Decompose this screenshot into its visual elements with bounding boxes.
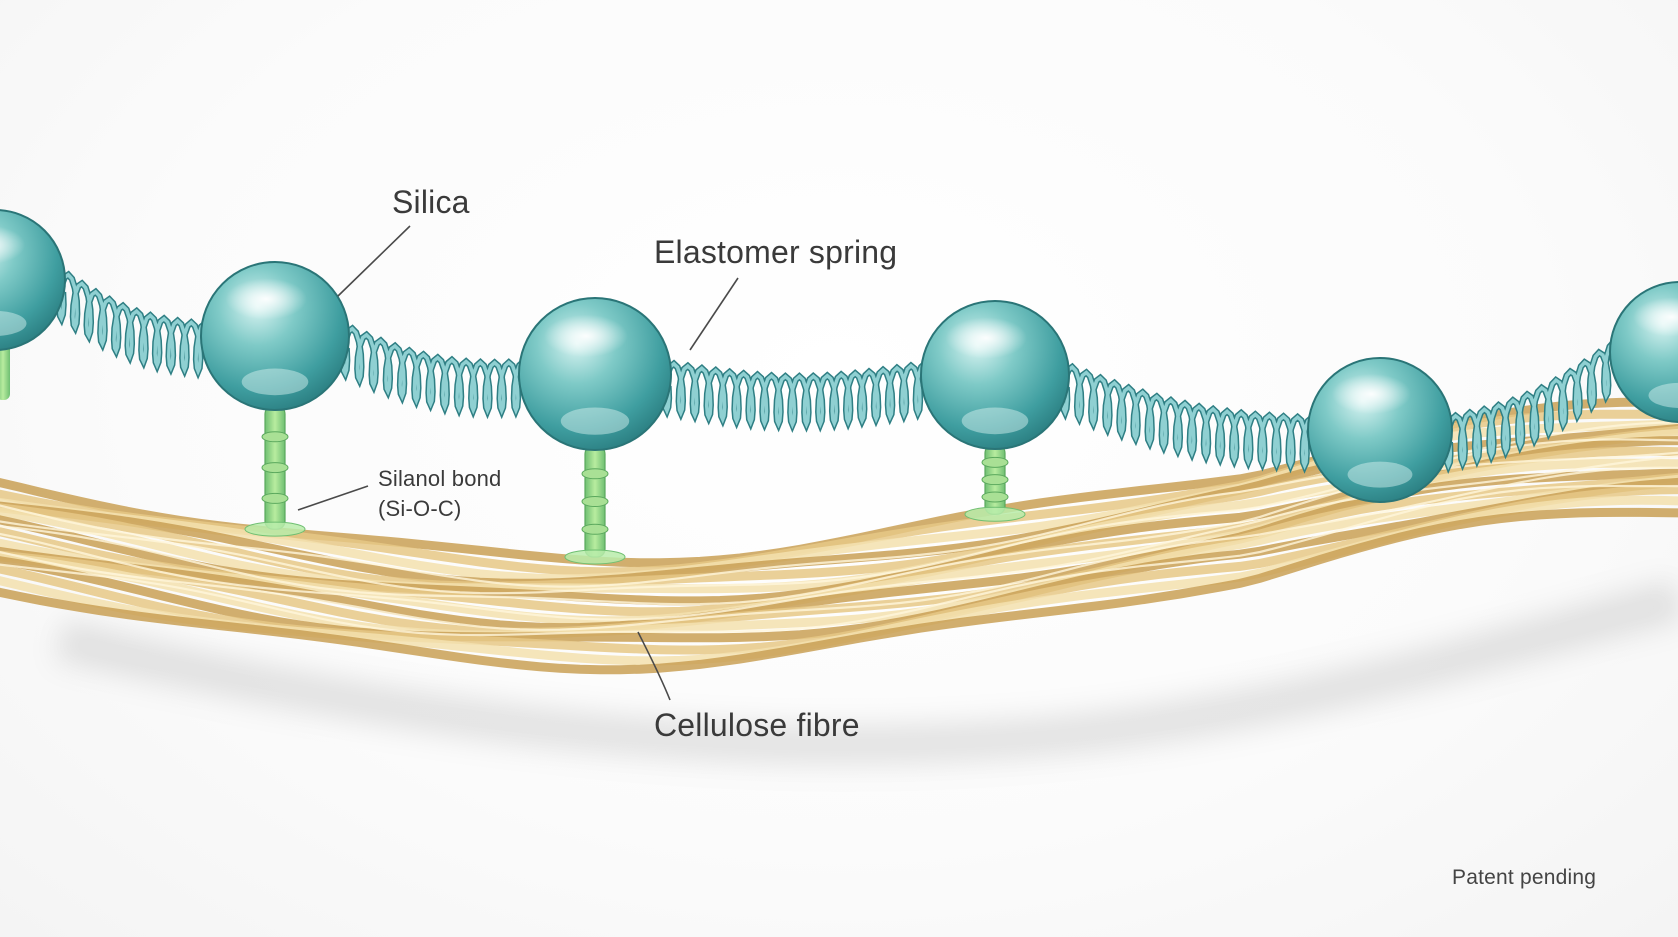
silanol-bond-ring [981, 474, 1009, 486]
bond-leader-line [297, 485, 369, 511]
silica-sphere-highlight [544, 314, 628, 358]
silica-sphere [200, 261, 350, 411]
silanol-bond [564, 445, 626, 565]
elastomer-spring [1061, 364, 1322, 470]
silica-sphere-highlight [1633, 297, 1678, 337]
silica-sphere-reflection [560, 407, 630, 435]
silica-sphere-reflection [1347, 461, 1413, 488]
silica-sphere [518, 297, 672, 451]
silanol-bond-foot [564, 549, 626, 565]
silanol-bond-foot [964, 506, 1026, 522]
silica-sphere [1307, 357, 1453, 503]
fibre-highlight [0, 466, 1678, 631]
silanol-bond-foot [244, 521, 306, 537]
silanol-bond-ring [981, 456, 1009, 468]
silanol-bond-ring [261, 462, 289, 474]
silanol-bond-ring [581, 468, 609, 480]
elastomer-spring [341, 326, 534, 416]
silica-sphere-reflection [0, 310, 27, 336]
silanol-bond [964, 444, 1026, 522]
silanol-bond-label-line2: (Si-O-C) [378, 496, 462, 521]
cellulose-fibre-label: Cellulose fibre [654, 707, 860, 743]
silica-sphere-reflection [1648, 382, 1678, 408]
floor-shadow [55, 580, 1678, 766]
cellulose-fibre-bundle [0, 397, 1678, 675]
spring-leader-line [689, 277, 739, 351]
silanol-bond-label-line1: Silanol bond [378, 466, 502, 491]
elastomer-spring-label: Elastomer spring [654, 234, 898, 270]
patent-pending-note: Patent pending [1452, 866, 1597, 889]
silica-label: Silica [392, 184, 470, 220]
elastomer-spring [1444, 340, 1624, 470]
silanol-bond [244, 405, 306, 537]
silanol-bond-label: Silanol bond (Si-O-C) [378, 464, 502, 524]
elastomer-spring-chain [56, 270, 1626, 475]
silica-sphere-highlight [945, 317, 1027, 359]
silanol-bond-ring [261, 431, 289, 443]
elastomer-spring [663, 361, 936, 430]
silica-sphere-reflection [241, 368, 309, 396]
fibre-strand [0, 474, 1678, 640]
silanol-bond-ring [981, 491, 1009, 503]
fibre-strand [0, 507, 1678, 675]
silica-sphere-highlight [225, 278, 307, 320]
silica-leader-line [337, 225, 411, 297]
fibre-highlight [0, 484, 1678, 637]
silanol-bond-ring [581, 495, 609, 507]
leader-lines [297, 225, 739, 701]
silanol-bond-ring [261, 492, 289, 504]
fibre-strand [0, 477, 1678, 643]
silica-sphere-group [0, 209, 1678, 503]
fibre-leader-line [637, 631, 671, 701]
silica-sphere-highlight [1331, 373, 1411, 415]
silica-sphere [920, 300, 1070, 450]
silanol-bond-ring [581, 523, 609, 535]
silanol-bond-stem [0, 340, 10, 400]
silica-sphere [1609, 281, 1678, 423]
silica-sphere-reflection [961, 407, 1029, 435]
elastomer-spring [57, 272, 216, 376]
silica-sphere [0, 209, 66, 351]
silica-sphere-highlight [0, 226, 26, 264]
